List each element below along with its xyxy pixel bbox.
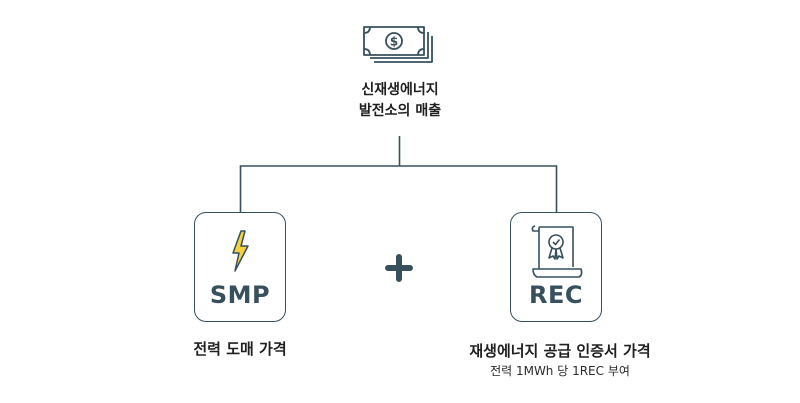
smp-label: SMP	[209, 281, 271, 309]
revenue-title: 신재생에너지 발전소의 매출	[300, 80, 500, 122]
lightning-icon	[232, 230, 249, 272]
rec-label: REC	[529, 281, 583, 309]
revenue-title-line1: 신재생에너지	[361, 82, 439, 98]
rec-caption: 재생에너지 공급 인증서 가격	[469, 342, 651, 360]
smp-card: SMP	[194, 212, 286, 322]
rec-card: REC	[510, 212, 602, 322]
smp-caption: 전력 도매 가격	[193, 340, 287, 358]
rec-subcaption: 전력 1MWh 당 1REC 부여	[490, 364, 630, 378]
revenue-title-line2: 발전소의 매출	[358, 103, 442, 119]
plus-icon	[385, 254, 413, 282]
svg-text:$: $	[390, 35, 398, 49]
connector-branch	[239, 165, 558, 212]
certificate-document-icon	[531, 225, 583, 278]
money-bills-icon: $	[363, 26, 433, 63]
